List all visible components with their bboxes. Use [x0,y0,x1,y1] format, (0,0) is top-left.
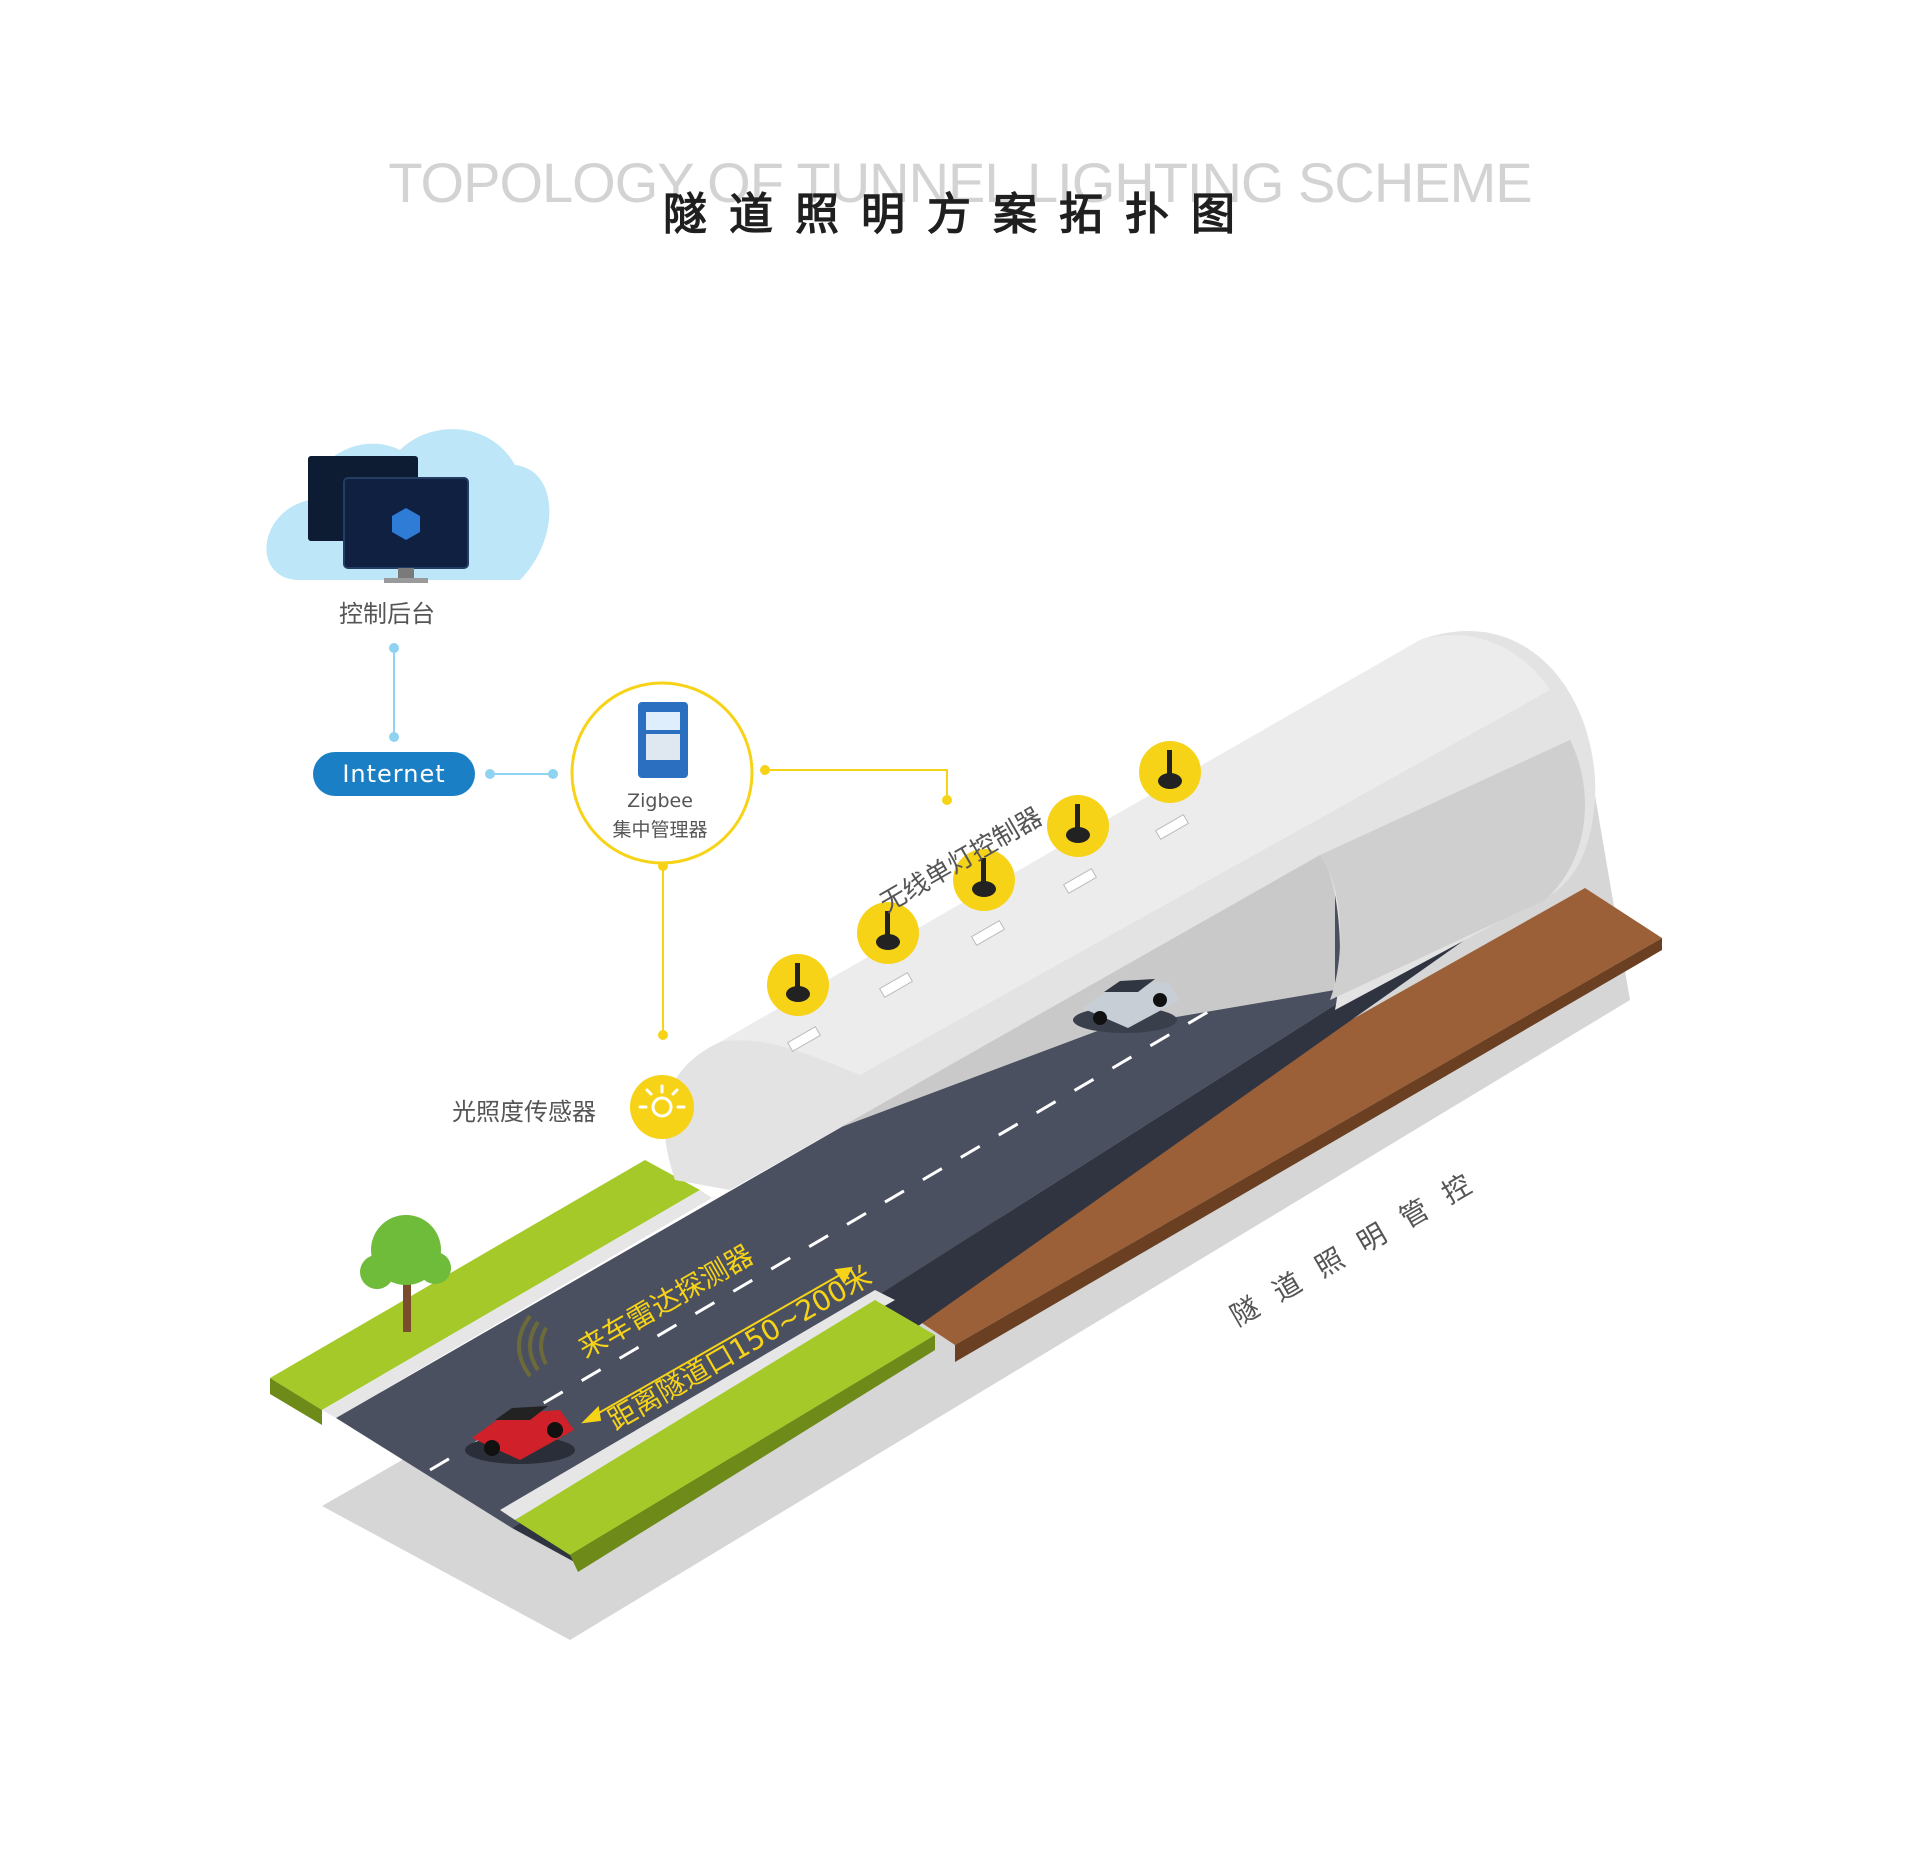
backend-label: 控制后台 [339,600,435,628]
grey-car [1073,979,1180,1033]
red-car [465,1406,575,1464]
tree [360,1215,451,1332]
left-curb [322,1190,712,1418]
right-curb [500,1290,895,1520]
left-grass-top [270,1160,700,1410]
controller-1 [767,954,829,1016]
sensor-label: 光照度传感器 [452,1098,596,1126]
zigbee-manager-label: 集中管理器 [612,819,708,841]
english-title: TOPOLOGY OF TUNNEL LIGHTING SCHEME [388,151,1532,214]
page-title: 隧道照明方案拓扑图 [663,189,1257,240]
tunnel-rim [1320,740,1585,1000]
tunnel-roof-highlight [720,635,1550,1075]
controller-4 [1047,795,1109,857]
monitor-art [392,508,420,540]
monitor-base [384,578,428,583]
earth-top [872,888,1662,1345]
left-grass-side [270,1378,322,1425]
earth-side [955,938,1662,1362]
right-grass-top [515,1300,935,1555]
internet-badge: Internet [313,752,475,796]
wireless-controllers [767,741,1201,1016]
cloud-backend [266,429,550,583]
distance-arrow [581,1266,853,1424]
ceiling-lamps [786,813,1190,1053]
road-surface [336,840,1500,1528]
controller-5 [1139,741,1201,803]
zigbee-label: Zigbee [627,790,693,812]
monitor-stand [398,568,414,580]
controller-2 [857,902,919,964]
controller-3 [953,849,1015,911]
right-grass-side [570,1335,935,1572]
zigbee-lines [662,769,948,1035]
connector-lines [393,648,553,775]
radar-icon [517,1314,548,1378]
